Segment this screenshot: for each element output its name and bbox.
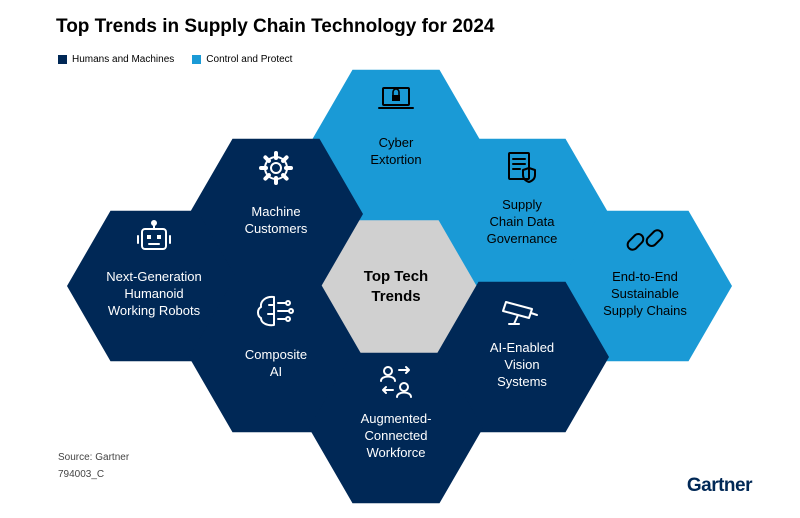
hex-center-shape <box>309 210 483 362</box>
legend-item-control: Control and Protect <box>192 54 292 65</box>
hex-machine-customers-label-line-1: Machine <box>251 204 300 219</box>
laptop-lock-icon <box>378 87 414 109</box>
hex-ai-vision-systems-label-line-3: Systems <box>497 374 547 389</box>
page-title: Top Trends in Supply Chain Technology fo… <box>56 16 495 37</box>
camera-icon <box>502 301 538 325</box>
hex-composite-ai-label-line-2: AI <box>270 364 282 379</box>
hex-end-to-end-sustainable-label-line-1: End-to-End <box>612 269 678 284</box>
hex-supply-chain-data-governance-label-line-1: Supply <box>502 197 542 212</box>
hex-ai-vision-systems-label-line-1: AI-Enabled <box>490 340 554 355</box>
source-note: Source: Gartner <box>58 452 130 463</box>
gartner-logo: Gartner <box>686 475 753 496</box>
legend-swatch-humans <box>58 55 67 64</box>
document-shield-icon <box>508 152 536 183</box>
legend-item-humans: Humans and Machines <box>58 54 174 65</box>
hex-end-to-end-sustainable-shape <box>558 210 732 362</box>
hex-ai-vision-systems-label-line-2: Vision <box>504 357 539 372</box>
hex-cyber-extortion-shape <box>309 69 483 221</box>
center-label-line-1: Top Tech <box>364 268 428 285</box>
hex-supply-chain-data-governance-label-line-2: Chain Data <box>489 214 555 229</box>
hex-humanoid-robots-label-line-3: Working Robots <box>108 303 201 318</box>
robot-icon <box>137 220 171 250</box>
legend-label-control: Control and Protect <box>206 54 293 65</box>
hex-augmented-workforce-label-line-2: Connected <box>365 428 428 443</box>
brain-circuit-icon <box>257 295 294 327</box>
hex-cyber-extortion-label-line-2: Extortion <box>370 152 421 167</box>
hex-humanoid-robots-label-line-1: Next-Generation <box>106 269 201 284</box>
hex-cyber-extortion-label-line-1: Cyber <box>379 135 414 150</box>
hex-augmented-workforce-label-line-1: Augmented- <box>361 411 432 426</box>
legend: Humans and Machines Control and Protect <box>58 54 292 65</box>
people-exchange-icon <box>380 366 412 398</box>
gear-icon <box>259 151 293 185</box>
hex-end-to-end-sustainable-label-line-2: Sustainable <box>611 286 679 301</box>
hex-augmented-workforce-label-line-3: Workforce <box>367 445 426 460</box>
hex-composite-ai-shape <box>189 281 363 433</box>
hex-ai-vision-systems-shape <box>435 281 609 433</box>
hex-supply-chain-data-governance-shape <box>435 138 609 290</box>
hex-machine-customers-label-line-2: Customers <box>245 221 308 236</box>
legend-swatch-control <box>192 55 202 64</box>
legend-label-humans: Humans and Machines <box>72 54 175 65</box>
hex-composite-ai-label-line-1: Composite <box>245 347 307 362</box>
hex-machine-customers-shape <box>189 138 363 290</box>
hex-augmented-workforce-shape <box>309 352 483 504</box>
hex-humanoid-robots-shape <box>67 210 241 362</box>
center-label-line-2: Trends <box>371 288 420 305</box>
hex-end-to-end-sustainable-label-line-3: Supply Chains <box>603 303 687 318</box>
chain-link-icon <box>626 229 664 251</box>
hex-supply-chain-data-governance-label-line-3: Governance <box>487 231 558 246</box>
hex-humanoid-robots-label-line-2: Humanoid <box>124 286 183 301</box>
figure-id: 794003_C <box>58 469 105 480</box>
